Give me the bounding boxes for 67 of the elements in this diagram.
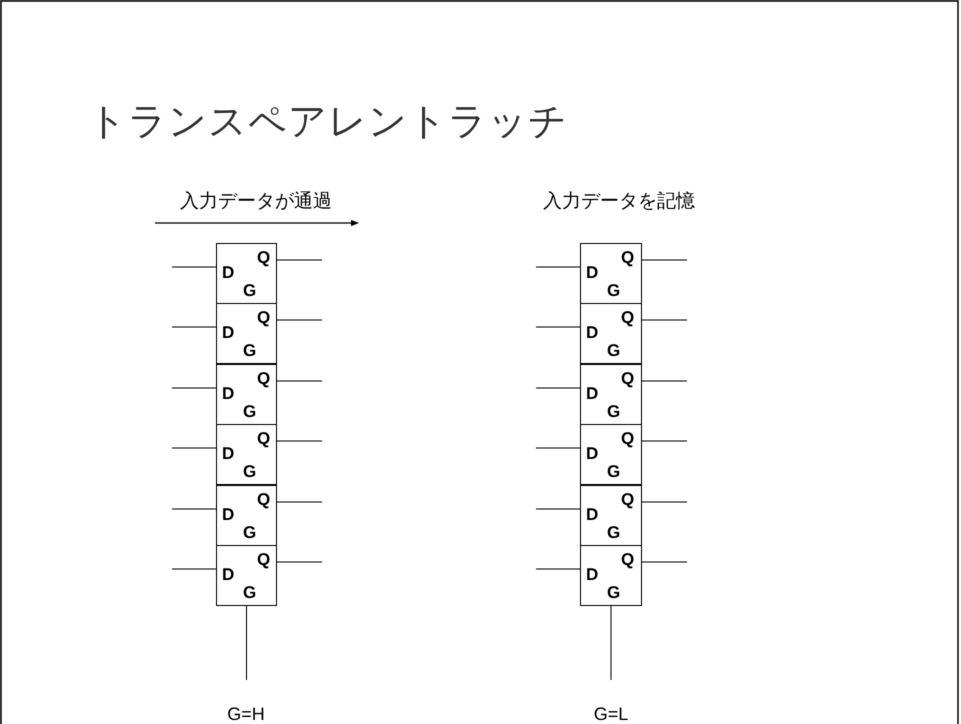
pin-label: Q	[621, 370, 634, 387]
pin-label: D	[222, 264, 234, 281]
latch-box	[216, 485, 277, 546]
pin-label: Q	[621, 491, 634, 508]
latch-box	[216, 303, 277, 364]
wire	[172, 508, 216, 510]
pin-label: G	[243, 403, 256, 420]
pin-label: Q	[621, 249, 634, 266]
pin-label: D	[586, 264, 598, 281]
wire	[642, 380, 688, 382]
latch-box	[216, 243, 277, 304]
latch-box	[216, 364, 277, 425]
pin-label: Q	[621, 430, 634, 447]
heading-label: 入力データを記憶	[543, 190, 695, 214]
wire	[642, 440, 688, 442]
pin-label: G	[607, 282, 620, 299]
latch-box	[216, 424, 277, 485]
pin-label: G	[607, 342, 620, 359]
pin-label: Q	[257, 249, 270, 266]
pin-label: Q	[257, 551, 270, 568]
pin-label: G	[607, 463, 620, 480]
pin-label: G	[243, 584, 256, 601]
wire	[276, 440, 322, 442]
title: トランスペアレントラッチ	[88, 100, 568, 145]
latch-box	[216, 545, 277, 606]
pin-label: D	[222, 385, 234, 402]
pin-label: D	[586, 385, 598, 402]
pin-label: G	[607, 524, 620, 541]
pin-label: Q	[257, 370, 270, 387]
wire	[172, 568, 216, 570]
latch-box	[580, 485, 642, 546]
latch-box	[580, 545, 642, 606]
wire	[172, 266, 216, 268]
signal-label: G=H	[216, 704, 276, 724]
pin-label: D	[222, 324, 234, 341]
wire	[172, 326, 216, 328]
latch-box	[580, 243, 642, 304]
pin-label: G	[243, 463, 256, 480]
wire	[610, 606, 612, 680]
latch-box	[580, 424, 642, 485]
pin-label: G	[243, 282, 256, 299]
wire	[536, 326, 580, 328]
wire	[276, 380, 322, 382]
pin-label: Q	[257, 430, 270, 447]
wire	[536, 266, 580, 268]
pin-label: D	[222, 445, 234, 462]
pin-label: D	[222, 566, 234, 583]
pin-label: G	[243, 342, 256, 359]
pin-label: D	[586, 566, 598, 583]
pin-label: D	[586, 445, 598, 462]
signal-label: G=L	[580, 704, 642, 724]
wire	[536, 508, 580, 510]
pin-label: D	[222, 506, 234, 523]
pin-label: Q	[621, 309, 634, 326]
latch-box	[580, 364, 642, 425]
pin-label: D	[586, 324, 598, 341]
pin-label: D	[586, 506, 598, 523]
pin-label: Q	[621, 551, 634, 568]
pin-label: Q	[257, 309, 270, 326]
heading-label: 入力データが通過	[180, 190, 332, 214]
pin-label: Q	[257, 491, 270, 508]
pin-label: G	[607, 584, 620, 601]
pin-label: G	[243, 524, 256, 541]
latch-box	[580, 303, 642, 364]
pin-label: G	[607, 403, 620, 420]
wire	[536, 568, 580, 570]
wire	[246, 606, 247, 680]
